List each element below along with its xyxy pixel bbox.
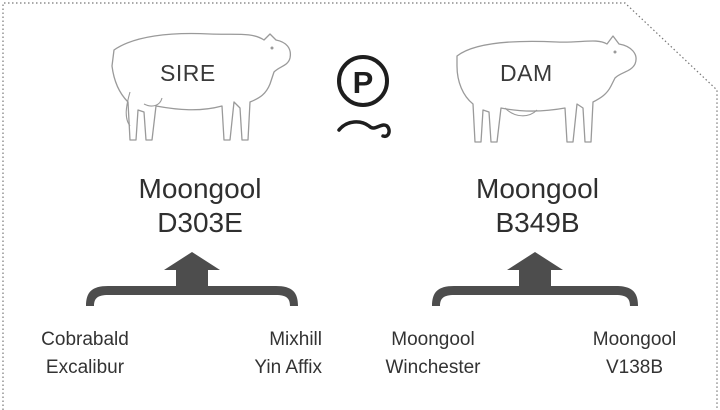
dam-parent-2-line2: V138B	[605, 357, 664, 378]
sire-bracket-arrow	[86, 252, 298, 306]
dam-name-line1: Moongool	[476, 173, 599, 204]
sire-name-line2: D303E	[157, 207, 243, 238]
sire-parent-2-line1: Mixhill	[269, 329, 322, 350]
sire-cow-outline	[111, 32, 292, 141]
polled-letter: P	[353, 65, 374, 100]
sire-parent-2-line2: Yin Affix	[254, 357, 322, 378]
polled-icon: P	[337, 55, 391, 139]
dam-parent-1: Moongool Winchester	[378, 326, 488, 382]
sire-name-line1: Moongool	[138, 173, 262, 204]
sire-parent-2: Mixhill Yin Affix	[222, 326, 322, 382]
dam-parent-1-line2: Winchester	[385, 357, 481, 378]
dam-parent-1-line1: Moongool	[391, 329, 475, 350]
sire-name: Moongool D303E	[95, 172, 305, 240]
dam-cow-outline	[456, 35, 637, 143]
dam-bracket-arrow	[432, 252, 638, 306]
dam-parent-2-line1: Moongool	[592, 329, 677, 350]
dam-name: Moongool B349B	[430, 172, 645, 240]
dam-label: DAM	[500, 60, 553, 86]
sire-parent-1: Cobrabald Excalibur	[30, 326, 140, 382]
dam-name-line2: B349B	[495, 207, 580, 238]
dam-parent-2: Moongool V138B	[582, 326, 687, 382]
sire-parent-1-line1: Cobrabald	[41, 329, 129, 350]
sire-parent-1-line2: Excalibur	[45, 357, 125, 378]
sire-label: SIRE	[160, 60, 216, 86]
